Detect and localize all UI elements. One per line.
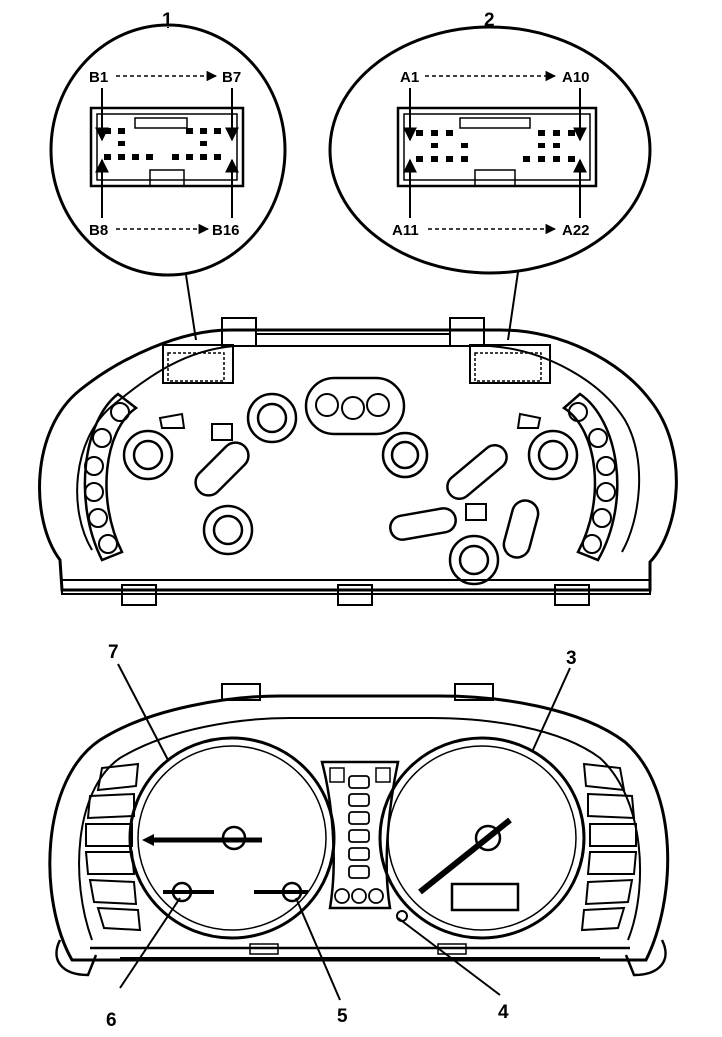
pin-label-b16: B16 — [212, 222, 240, 239]
rear-connector-a-socket — [469, 344, 551, 384]
cluster-front-view: 7 3 6 5 4 — [48, 642, 670, 1031]
callout-leader-4 — [397, 917, 501, 996]
callout-number-3: 3 — [566, 648, 577, 669]
rear-connector-b-socket — [162, 344, 234, 384]
pin-label-a11: A11 — [392, 222, 419, 239]
connector-b-pins — [104, 128, 221, 160]
callout-number-1: 1 — [162, 10, 173, 31]
callout-number-2: 2 — [484, 10, 495, 31]
temp-gauge-pivot — [281, 881, 303, 903]
pin-label-a22: A22 — [562, 222, 590, 239]
callout-leader-6 — [119, 897, 181, 989]
odometer-display — [450, 882, 520, 912]
callout-number-4: 4 — [498, 1002, 509, 1023]
callout-leader-3 — [531, 667, 571, 753]
fuel-gauge-pivot — [171, 881, 193, 903]
connector-b-callout-circle — [49, 23, 287, 277]
speedometer-needle — [418, 817, 512, 895]
indicator-strip — [320, 760, 400, 910]
connector-a-callout-circle — [328, 25, 652, 275]
pin-label-a1: A1 — [400, 69, 419, 86]
pin-label-b1: B1 — [89, 69, 108, 86]
connector-a-housing — [396, 106, 598, 188]
callout-leader-7 — [117, 663, 169, 761]
callout-number-7: 7 — [108, 642, 119, 663]
callout-number-5: 5 — [337, 1006, 348, 1027]
pin-label-b8: B8 — [89, 222, 108, 239]
connector-b-detail: 1 B1 B7 B8 B16 — [49, 10, 287, 341]
cluster-rear-view — [38, 317, 678, 606]
pin-label-b7: B7 — [222, 69, 241, 86]
connector-a-detail: 2 A1 A10 A11 A22 — [328, 10, 652, 341]
connector-b-leader — [185, 274, 197, 341]
pin-label-a10: A10 — [562, 69, 590, 86]
connector-b-housing — [89, 106, 245, 188]
connector-a-leader — [507, 271, 519, 341]
callout-number-6: 6 — [106, 1010, 117, 1031]
connector-a-pins — [416, 130, 575, 162]
right-gauge-bezel — [378, 736, 586, 940]
callout-leader-5 — [295, 897, 341, 1001]
